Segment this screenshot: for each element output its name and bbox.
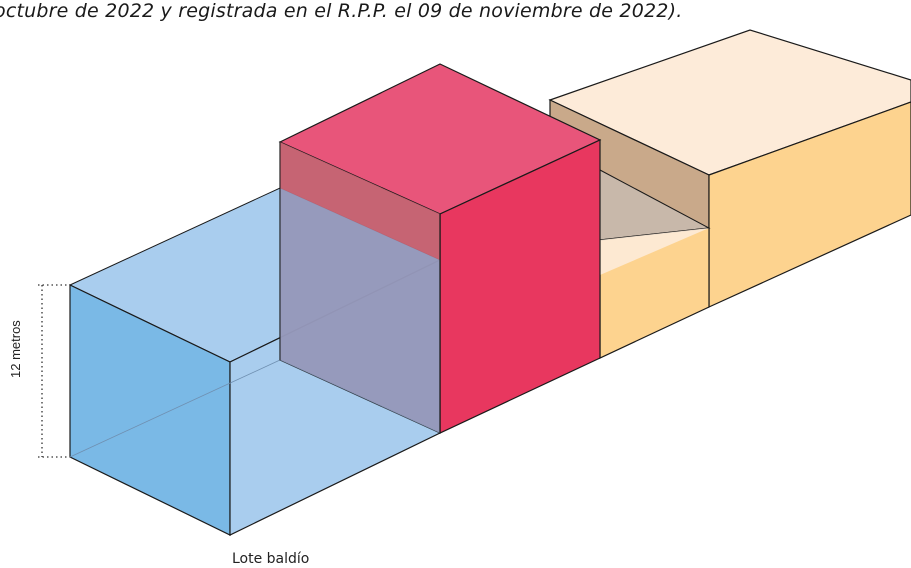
lot-label: Lote baldío bbox=[232, 551, 310, 567]
lot-red-overlap-upper bbox=[280, 142, 440, 260]
caption-text: octubre de 2022 y registrada en el R.P.P… bbox=[0, 0, 683, 22]
yellow-lower-step-light bbox=[600, 228, 709, 275]
lot-red-overlap bbox=[280, 188, 440, 433]
height-dimension-label: 12 metros bbox=[8, 320, 23, 378]
lot-volume-hidden-edge bbox=[69, 359, 281, 458]
